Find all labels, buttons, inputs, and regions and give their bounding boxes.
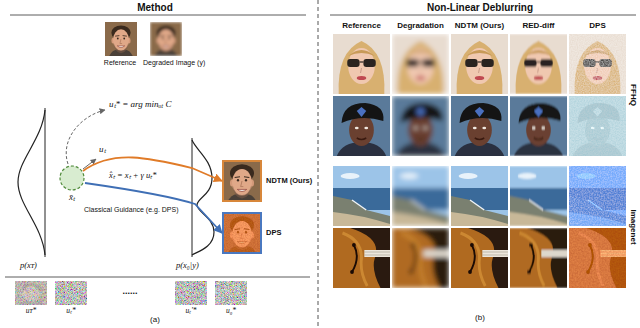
column-header: RED-diff — [523, 22, 555, 31]
prior-axis — [45, 108, 46, 257]
result-image: NDTM (Ours) — [222, 160, 262, 202]
image-caption: Degraded Image (y) — [143, 59, 205, 67]
equation-label: uₜ* = arg minᵤₜ C — [109, 100, 171, 110]
result-photo — [451, 166, 508, 226]
ellipsis: ...... — [122, 287, 137, 297]
result-photo — [392, 96, 449, 156]
result-photo — [569, 96, 626, 156]
image-frame — [222, 160, 262, 202]
subfigure-label: (a) — [150, 316, 160, 325]
method-label: DPS — [266, 229, 281, 237]
result-photo — [392, 166, 449, 226]
noise-tile — [55, 281, 87, 305]
result-photo — [392, 34, 449, 94]
result-photo — [392, 228, 449, 288]
result-photo — [451, 34, 508, 94]
result-photo — [510, 166, 567, 226]
image-frame — [222, 212, 262, 254]
section-rule — [5, 277, 310, 278]
result-photo — [333, 34, 390, 94]
result-photo — [510, 228, 567, 288]
tile-label: u₀* — [226, 307, 236, 315]
guidance-path — [83, 157, 222, 181]
result-photo — [569, 34, 626, 94]
method-label: NDTM (Ours) — [266, 177, 312, 185]
result-photo — [333, 228, 390, 288]
panel-title: Method — [137, 2, 173, 13]
variable-label: uₜ — [99, 145, 106, 155]
prior-curve — [18, 110, 45, 255]
row-group-label: FFHQ — [629, 84, 638, 106]
result-photo — [451, 228, 508, 288]
tile-label: uₜ* — [66, 307, 76, 315]
distribution-label: p(x₀|y) — [176, 261, 199, 270]
noise-tile — [175, 281, 207, 305]
result-photo — [451, 96, 508, 156]
column-header: DPS — [589, 22, 605, 31]
panel-title: Non-Linear Deblurring — [427, 2, 533, 13]
circle-outline — [59, 165, 85, 191]
result-photo — [569, 228, 626, 288]
posterior-axis — [192, 138, 193, 257]
result-image: DPS — [222, 212, 262, 254]
edge-equation: x̂ₜ = xₜ + γ uₜ* — [108, 171, 158, 180]
result-photo — [510, 34, 567, 94]
noise-tile — [15, 281, 47, 305]
degraded-photo — [150, 22, 182, 56]
row-group-label: Imagenet — [629, 209, 638, 244]
optimization-arrow — [66, 110, 105, 164]
state-label: x̄ₜ — [69, 193, 75, 203]
image-caption: Reference — [104, 59, 136, 67]
column-header: Reference — [342, 22, 381, 31]
reference-photo — [105, 22, 137, 56]
subfigure-label: (b) — [475, 314, 485, 323]
result-photo — [333, 166, 390, 226]
header-rule — [330, 15, 636, 16]
tile-label: uᴛ* — [26, 307, 36, 315]
noise-tile — [215, 281, 247, 305]
header-rule — [10, 15, 306, 16]
edge-label: Classical Guidance (e.g. DPS) — [83, 206, 180, 214]
tile-label: uₜ'* — [185, 307, 196, 315]
panel-divider — [318, 0, 319, 328]
result-photo — [333, 96, 390, 156]
state-circle: x̄ₜ — [59, 165, 85, 191]
distribution-label: p(xᴛ) — [20, 261, 37, 270]
column-header: NDTM (Ours) — [455, 22, 504, 31]
result-photo — [569, 166, 626, 226]
result-photo — [510, 96, 567, 156]
column-header: Degradation — [397, 22, 444, 31]
posterior-curve — [192, 140, 214, 255]
